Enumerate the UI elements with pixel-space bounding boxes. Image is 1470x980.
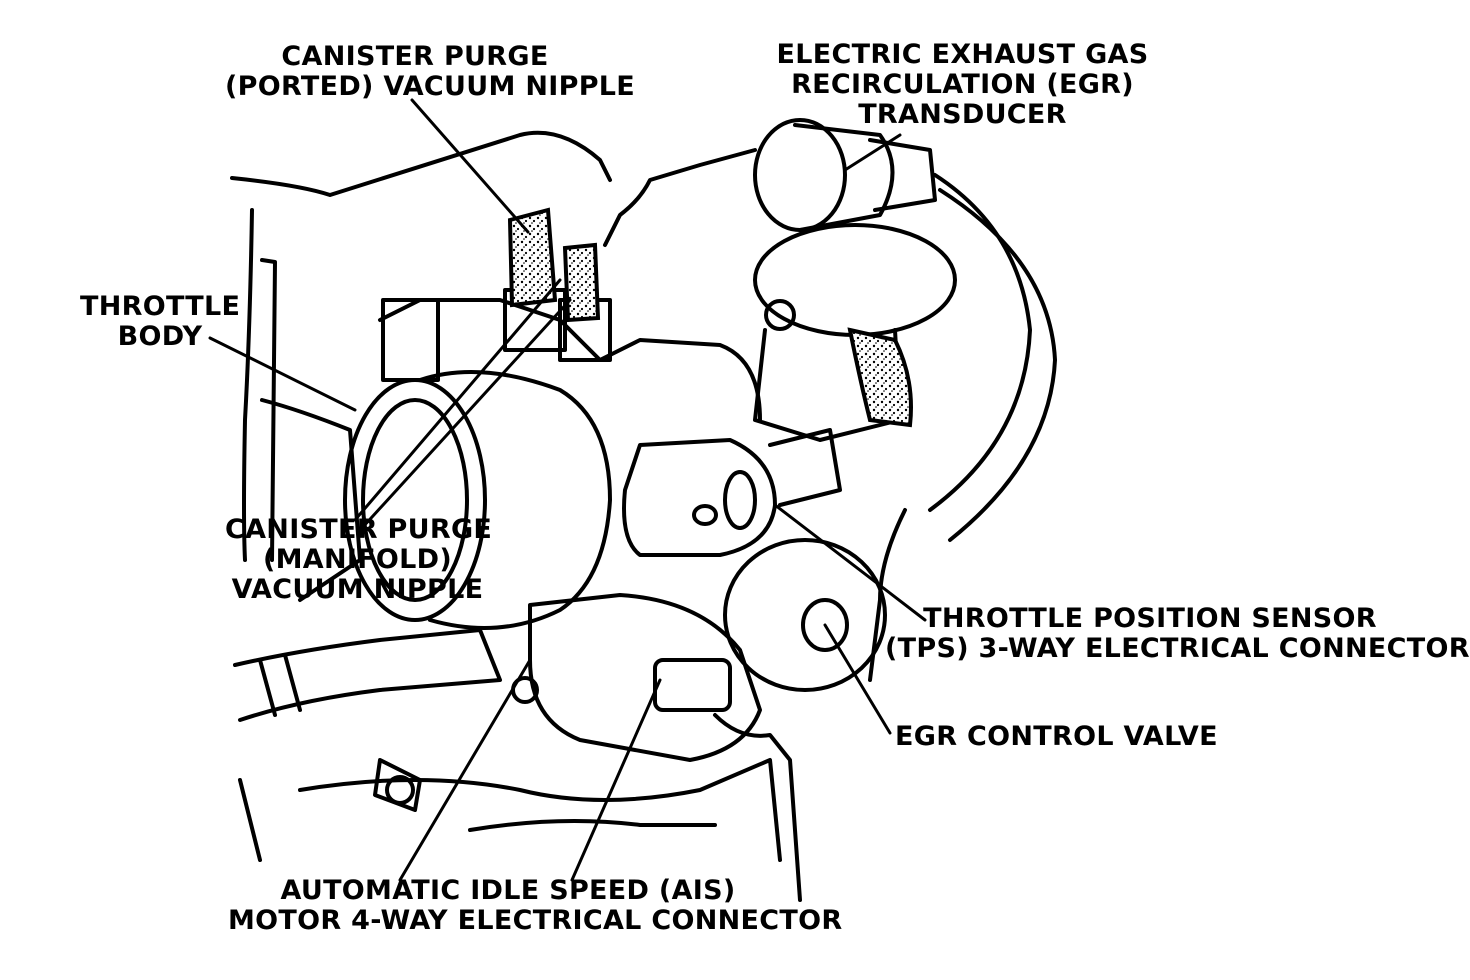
lower-pipe-left [233,628,502,722]
diagram-stage: CANISTER PURGE (PORTED) VACUUM NIPPLE EL… [80,40,1470,936]
label-line: CANISTER PURGE [281,41,549,72]
label-line: AUTOMATIC IDLE SPEED (AIS) [280,875,736,906]
leader-manifold-nipple-b [360,298,572,530]
label-line: (PORTED) VACUUM NIPPLE [225,71,636,102]
label-line: MOTOR 4-WAY ELECTRICAL CONNECTOR [228,905,843,936]
label-canister-purge-manifold: CANISTER PURGE (MANIFOLD) VACUUM NIPPLE [225,514,493,605]
ais-connector-plug [653,658,732,712]
label-line: TRANSDUCER [858,99,1067,130]
vacuum-hoses [507,207,913,428]
egr-valve-flange [753,223,957,337]
leader-manifold-nipple-a [353,278,562,522]
lower-bolt [385,775,415,805]
lower-right-hose [713,713,802,902]
label-egr-control-valve: EGR CONTROL VALVE [895,722,1235,752]
label-line: BODY [117,321,203,352]
leader-throttle-body [208,336,357,412]
label-throttle-body: THROTTLE BODY [80,292,240,352]
label-line: THROTTLE POSITION SENSOR [923,603,1377,634]
label-line: (MANIFOLD) [262,544,453,575]
egr-vacuum-line [603,148,757,247]
tps-screw [692,504,718,526]
tps-slot [723,470,757,530]
egr-side-hose [847,327,913,428]
label-line: (TPS) 3-WAY ELECTRICAL CONNECTOR [885,633,1470,664]
upper-housing [230,130,612,197]
left-mount-block [381,298,440,382]
label-line: EGR CONTROL VALVE [895,721,1218,752]
lower-clamp [468,819,717,832]
left-housing-edge [242,208,254,562]
label-line: ELECTRIC EXHAUST GAS [776,39,1149,70]
throttle-body-illustration [208,98,1057,902]
ported-vacuum-hose [507,207,558,308]
egr-transducer-connector [868,138,937,212]
lower-bracket [373,758,422,812]
leader-ported-nipple [410,98,530,234]
manifold-vacuum-hose [562,242,601,323]
left-housing-inner [260,258,277,562]
label-line: CANISTER PURGE [225,514,493,545]
label-line: RECIRCULATION (EGR) [791,69,1134,100]
left-lower-block [260,398,362,602]
harness-wire-3 [868,508,907,682]
label-line: THROTTLE [80,291,241,322]
label-ais-connector: AUTOMATIC IDLE SPEED (AIS) MOTOR 4-WAY E… [228,875,843,936]
throttle-body-shell [418,370,612,630]
harness-wire-1 [928,173,1032,512]
tps-connector [768,428,842,507]
egr-transducer-body [753,118,847,232]
throttle-bore-inner [361,398,469,602]
label-egr-transducer: ELECTRIC EXHAUST GAS RECIRCULATION (EGR)… [765,40,1160,130]
lower-block [238,758,782,862]
leader-lines [208,98,927,882]
egr-transducer-barrel [793,123,895,232]
leader-egr-control-valve [823,623,892,735]
label-line: VACUUM NIPPLE [231,574,484,605]
harness-wire-2 [938,188,1057,542]
leader-ais-b [570,678,662,882]
label-tps-connector: THROTTLE POSITION SENSOR (TPS) 3-WAY ELE… [885,603,1470,664]
leader-egr-transducer [843,133,902,172]
leader-ais-a [398,658,532,882]
label-canister-purge-ported: CANISTER PURGE (PORTED) VACUUM NIPPLE [225,41,636,102]
tps-housing [622,438,777,557]
egr-control-valve-body [723,538,887,692]
egr-control-valve-port [801,598,849,652]
lower-pipe-band [258,653,302,717]
ais-motor-body [528,593,762,762]
leader-tps [773,503,927,622]
egr-bolt [764,299,796,331]
engine-linework [230,118,1057,902]
